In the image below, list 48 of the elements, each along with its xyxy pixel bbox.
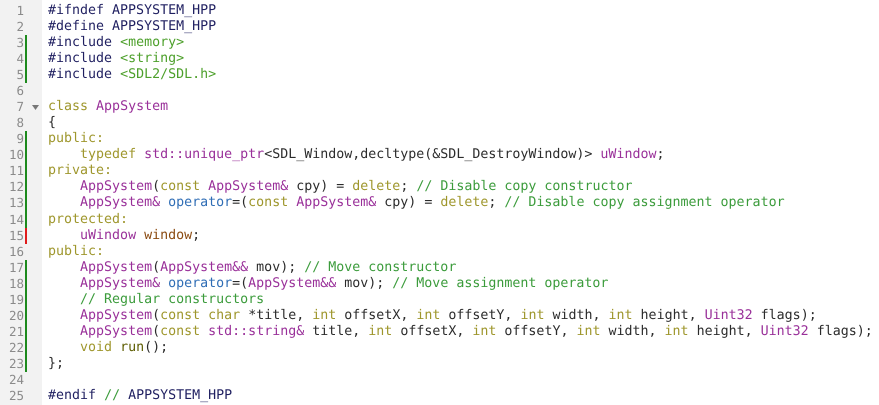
line-number: 14 <box>8 212 24 228</box>
line-number: 8 <box>16 115 24 132</box>
code-line: typedef std::unique_ptr<SDL_Window,decltype(&SDL_DestroyWindow)> uWindow; <box>79 147 664 164</box>
line-number: 19 <box>8 292 24 308</box>
line-number: 10 <box>8 147 24 164</box>
line-number: 2 <box>16 19 24 36</box>
code-line: AppSystem(AppSystem&& mov); // Move constructor <box>79 260 456 276</box>
code-line: #endif // APPSYSTEM_HPP <box>48 388 232 404</box>
line-number: 5 <box>16 67 24 84</box>
line-number: 13 <box>8 195 24 212</box>
code-line: public: <box>48 131 104 148</box>
code-line: #include <string> <box>48 51 184 68</box>
line-number: 4 <box>16 51 24 68</box>
line-number: 6 <box>16 83 24 100</box>
line-number: 11 <box>8 163 24 180</box>
code-line: #include <memory> <box>48 35 184 52</box>
line-number: 21 <box>8 324 24 340</box>
line-number: 12 <box>8 179 24 196</box>
line-number: 7 <box>16 99 24 116</box>
code-line: void run(); <box>79 340 168 356</box>
line-number: 24 <box>8 372 24 388</box>
line-number: 9 <box>16 131 24 148</box>
line-number: 1 <box>16 3 24 20</box>
line-number: 16 <box>8 244 24 260</box>
line-number: 22 <box>8 340 24 356</box>
code-line: #ifndef APPSYSTEM_HPP <box>48 3 216 20</box>
code-line: #define APPSYSTEM_HPP <box>48 19 216 36</box>
code-line: class AppSystem <box>48 99 168 116</box>
code-line: AppSystem(const AppSystem& cpy) = delete; // Disable copy constructor <box>79 179 632 196</box>
code-line: AppSystem& operator=(AppSystem&& mov); // Move assignment operator <box>79 276 608 292</box>
code-line: AppSystem& operator=(const AppSystem& cpy) = delete; // Disable copy assignment operator <box>79 195 785 212</box>
line-number: 17 <box>8 260 24 276</box>
code-line: { <box>48 115 56 132</box>
code-line: AppSystem(const char *title, int offsetX, int offsetY, int width, int height, Uint32 flags); <box>79 308 817 324</box>
line-number: 25 <box>8 388 24 404</box>
line-number: 15 <box>8 228 24 244</box>
code-line: }; <box>48 356 64 372</box>
code-line: // Regular constructors <box>79 292 264 308</box>
line-number: 20 <box>8 308 24 324</box>
code-line: private: <box>48 163 112 180</box>
code-line: protected: <box>48 212 128 228</box>
code-line: uWindow window; <box>79 228 200 244</box>
code-line: #include <SDL2/SDL.h> <box>48 67 216 84</box>
line-number: 23 <box>8 356 24 372</box>
line-number: 18 <box>8 276 24 292</box>
code-line: AppSystem(const std::string& title, int offsetX, int offsetY, int width, int height, Uint32 flags); <box>79 324 873 340</box>
code-line: public: <box>48 244 104 260</box>
line-number: 3 <box>16 35 24 52</box>
